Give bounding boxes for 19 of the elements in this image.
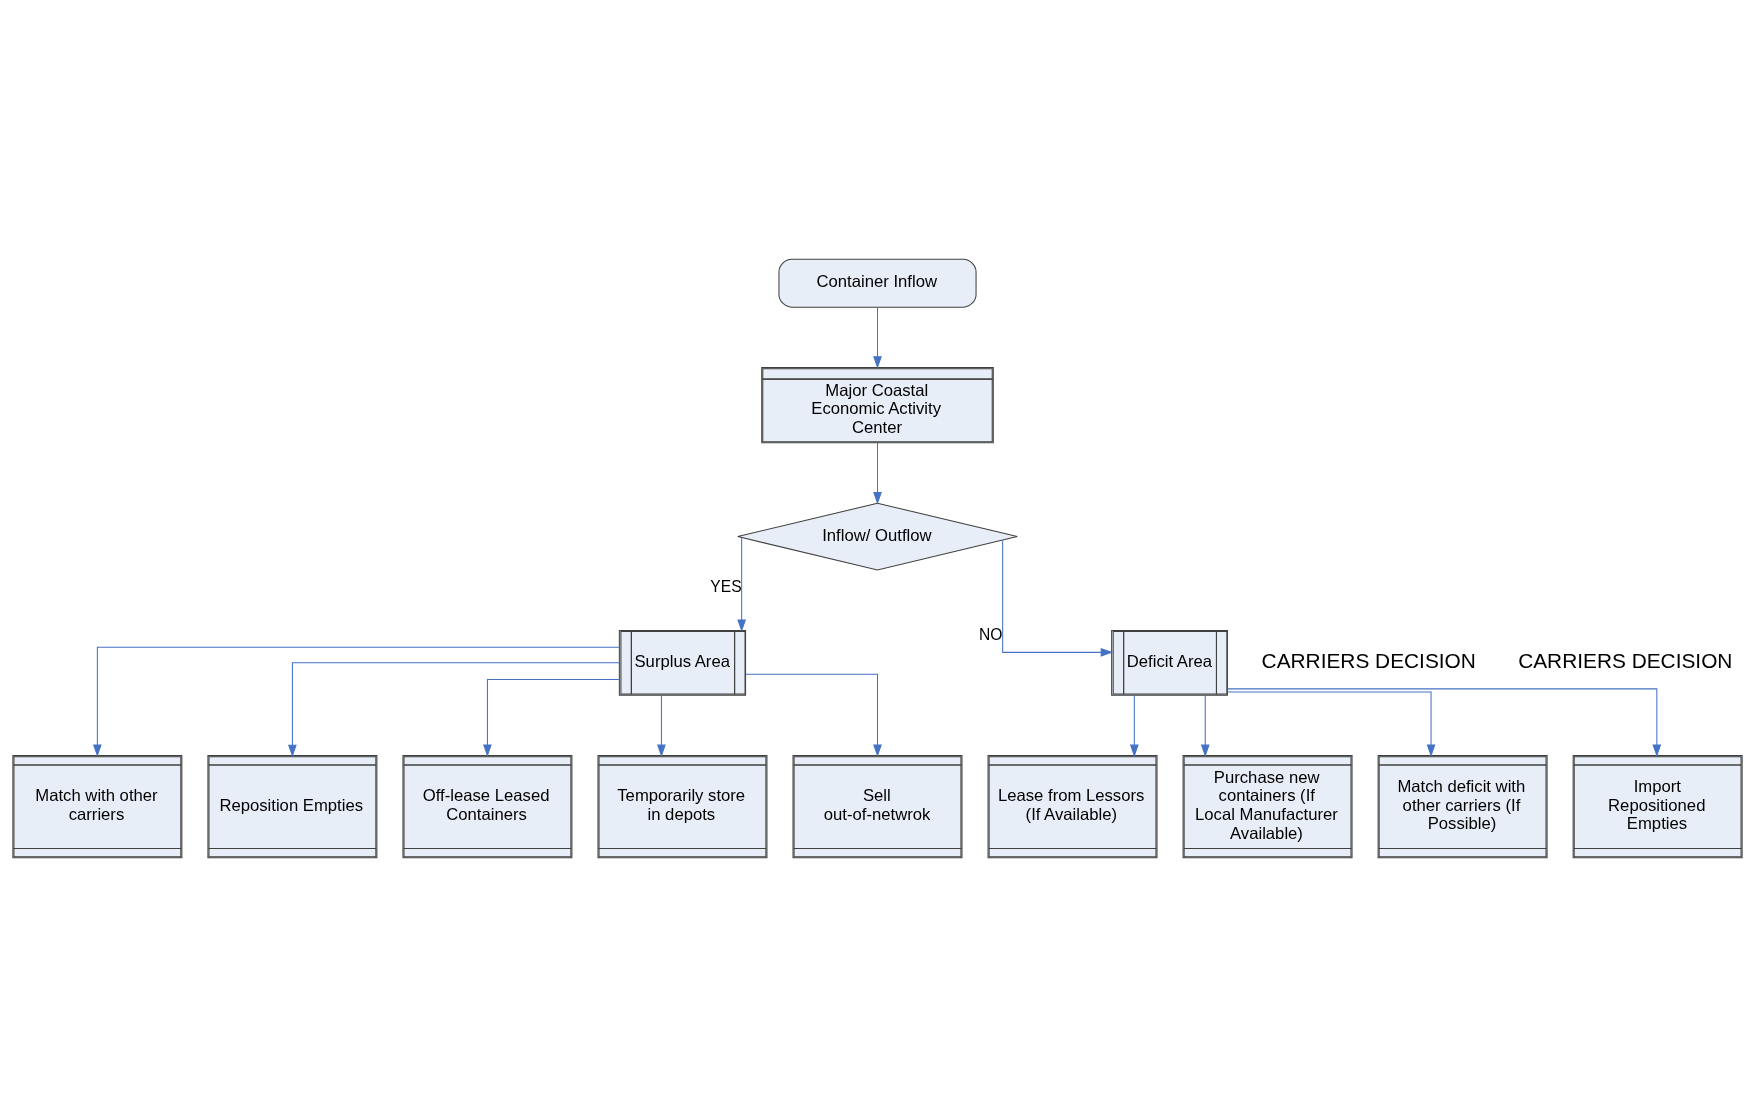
arrow (1129, 694, 1139, 757)
arrow (93, 646, 620, 757)
node-diamond: Inflow/ Outflow (737, 502, 1018, 570)
label: CARRIERS DECISION (1261, 648, 1476, 672)
edge-label: YES (710, 577, 742, 595)
arrow (737, 537, 747, 632)
arrow (288, 661, 620, 757)
arrow (1227, 687, 1662, 757)
arrow (1200, 694, 1210, 757)
arrow (873, 306, 882, 369)
label: CARRIERS DECISION (1518, 648, 1733, 672)
arrow (1002, 539, 1114, 657)
arrow (657, 694, 666, 757)
arrow (745, 673, 882, 757)
edge-label: NO (978, 625, 1003, 643)
arrow (483, 678, 620, 757)
node-box: Container Inflow (778, 258, 977, 308)
arrow (873, 441, 882, 505)
arrow (1227, 691, 1436, 757)
